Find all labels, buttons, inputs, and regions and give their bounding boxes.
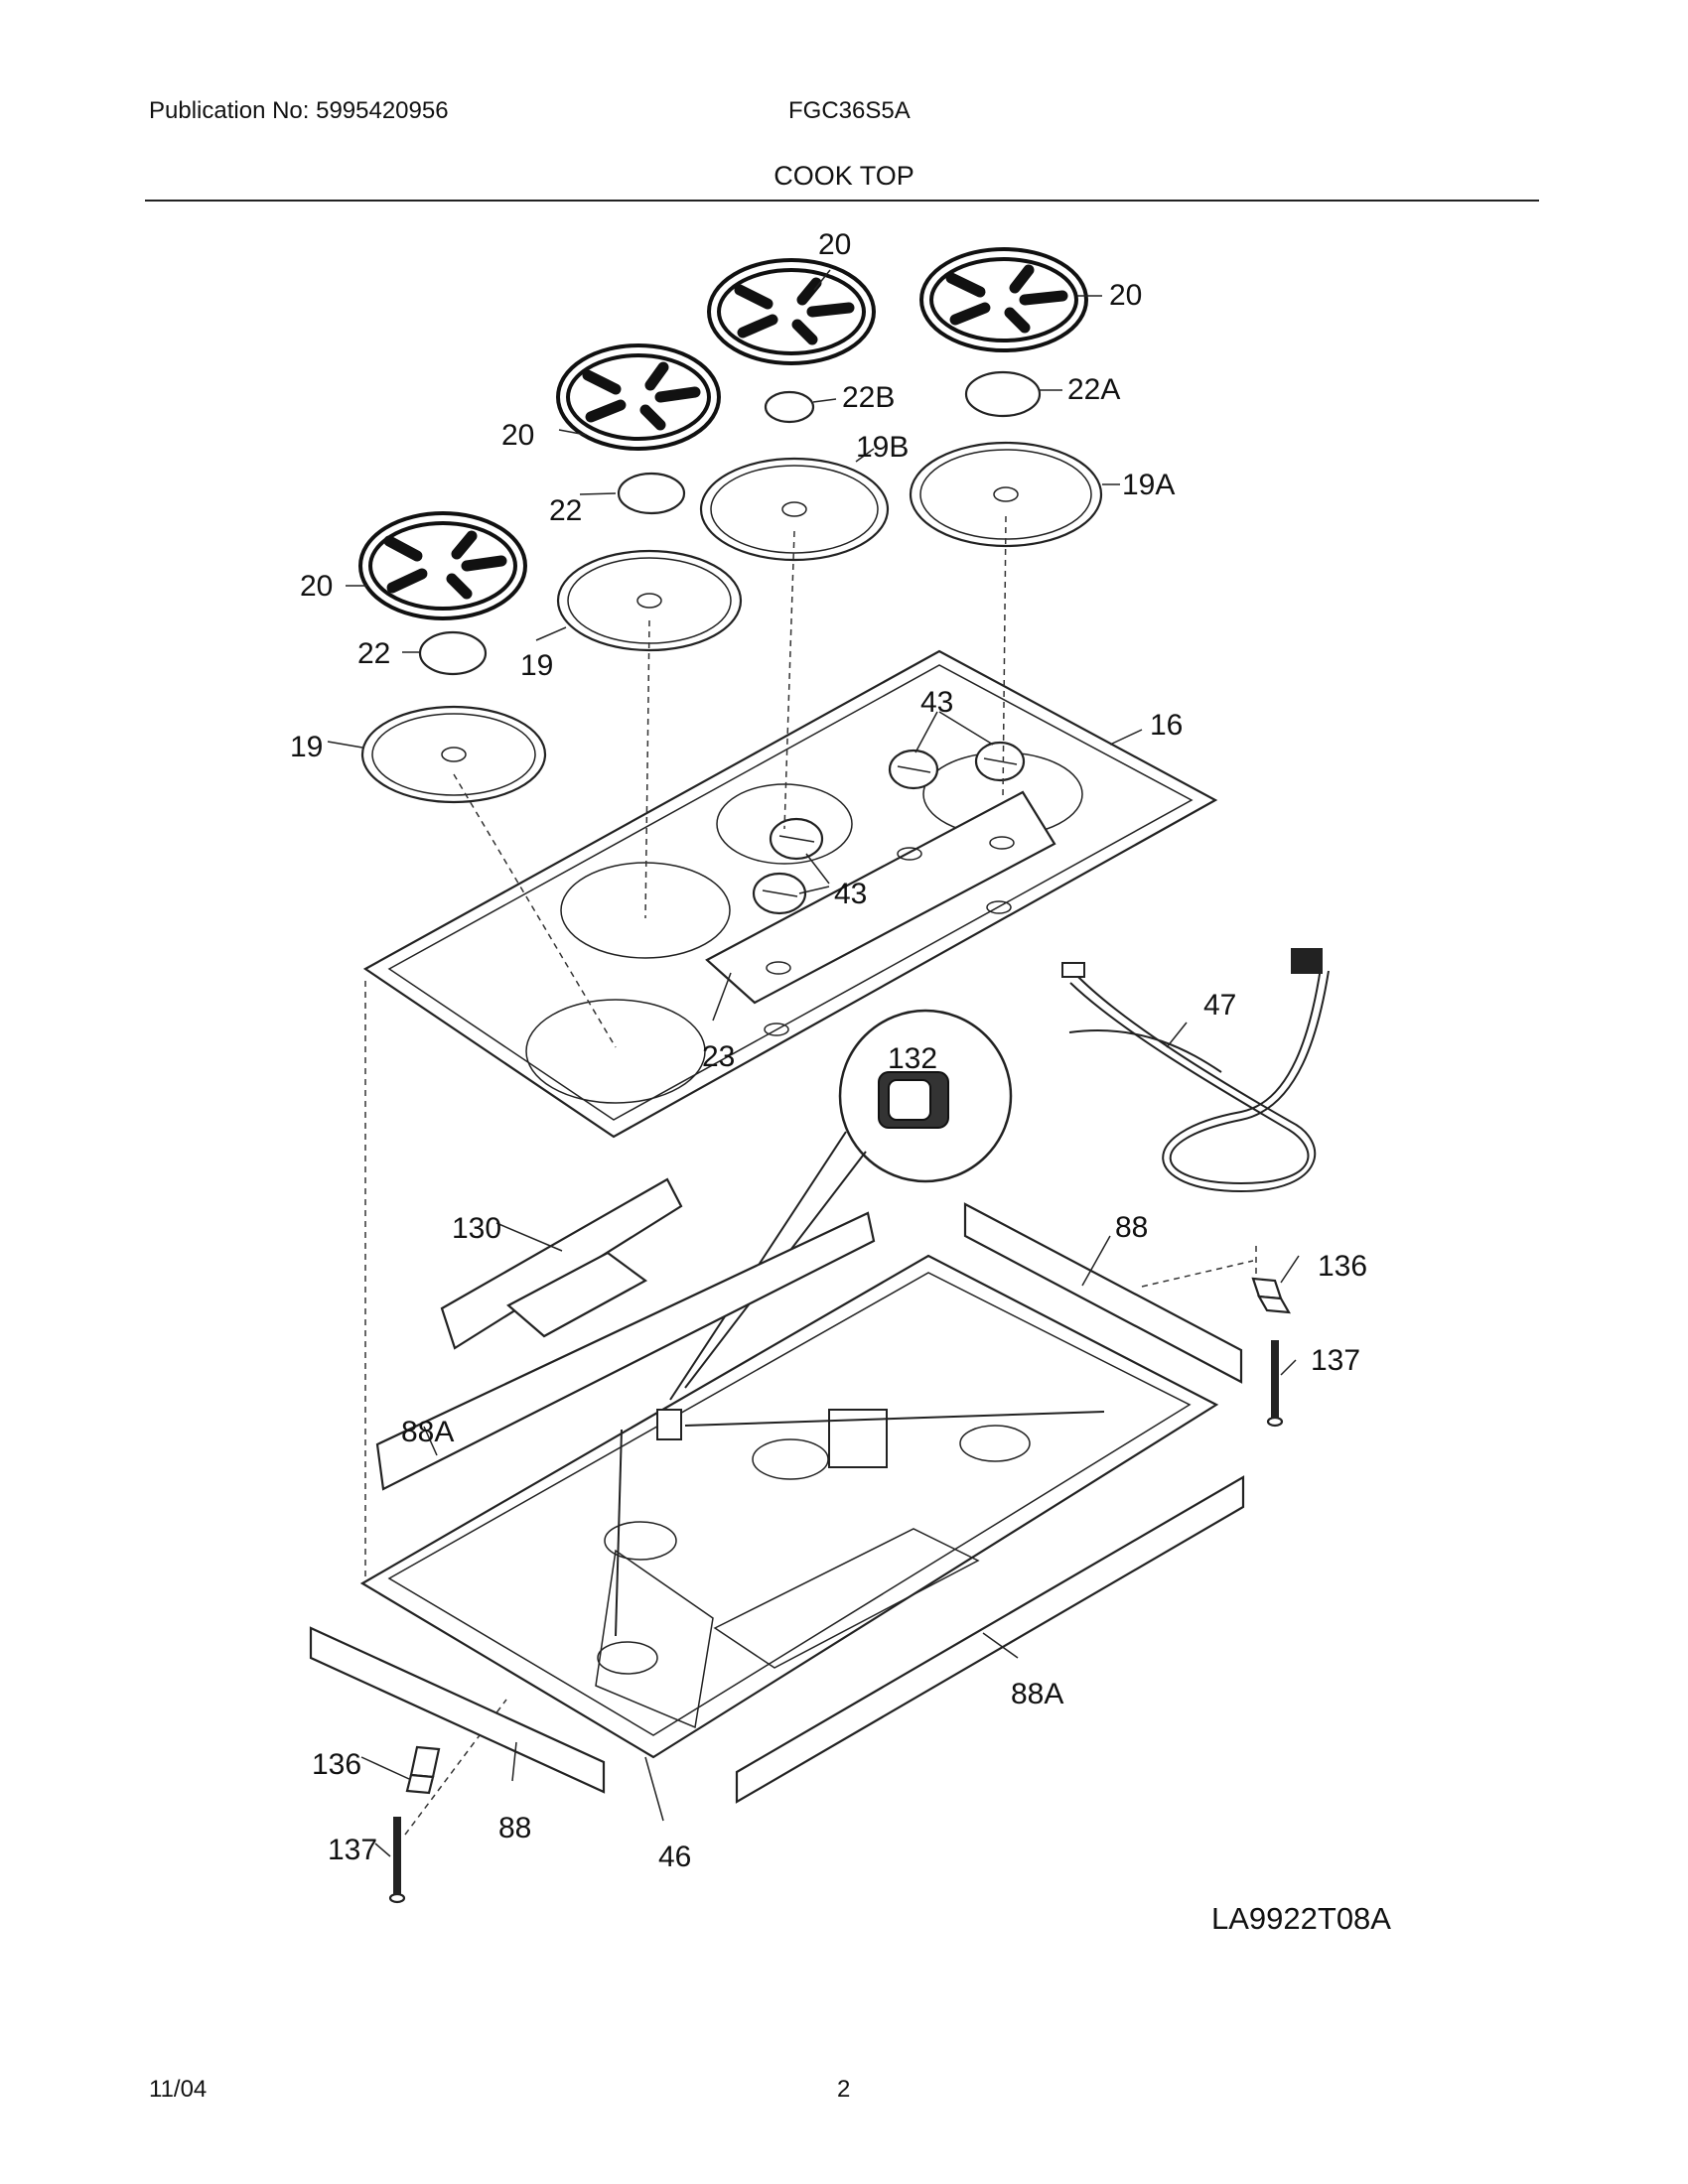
screw-137-left xyxy=(388,1817,406,1904)
burner-cap-22b xyxy=(764,390,815,424)
burner-cap-rear-left xyxy=(617,472,686,515)
callout-22a: 22A xyxy=(1067,373,1120,406)
callout-22: 22 xyxy=(357,637,390,670)
callout-20: 20 xyxy=(1109,279,1142,312)
page-number: 2 xyxy=(837,2076,851,2103)
control-knob xyxy=(974,741,1026,782)
callout-132: 132 xyxy=(888,1042,937,1075)
callout-88a: 88A xyxy=(401,1416,454,1448)
callout-137: 137 xyxy=(328,1834,377,1866)
control-knob xyxy=(769,817,824,861)
leader-lines xyxy=(327,269,1300,1857)
side-trim-88a-left xyxy=(375,1211,876,1491)
section-title: COOK TOP xyxy=(774,161,914,191)
burner-box xyxy=(359,1254,1219,1759)
control-knob xyxy=(888,749,939,790)
publication-number: Publication No: 5995420956 xyxy=(149,97,449,124)
callout-20: 20 xyxy=(300,570,333,603)
callout-137: 137 xyxy=(1311,1344,1360,1377)
callout-19: 19 xyxy=(290,731,323,763)
callout-136: 136 xyxy=(1318,1250,1367,1283)
callout-130: 130 xyxy=(452,1212,501,1245)
detail-callout-circle xyxy=(669,1009,1013,1401)
callout-20: 20 xyxy=(501,419,534,452)
bracket-136-left xyxy=(405,1745,441,1795)
callout-22b: 22B xyxy=(842,381,895,414)
callout-22: 22 xyxy=(549,494,582,527)
callout-47: 47 xyxy=(1203,989,1236,1022)
burner-cap-front-left xyxy=(418,630,488,676)
burner-grate-rear-center xyxy=(707,258,876,365)
model-number: FGC36S5A xyxy=(788,97,911,124)
rear-trim-88a xyxy=(735,1475,1245,1804)
burner-grate-front-left xyxy=(358,511,527,620)
footer-date: 11/04 xyxy=(149,2076,208,2103)
side-trim-88-right xyxy=(963,1202,1243,1384)
burner-cap-22a xyxy=(964,370,1042,418)
burner-opening-front-left xyxy=(525,999,706,1104)
diagram-code: LA9922T08A xyxy=(1211,1901,1391,1936)
callout-88: 88 xyxy=(498,1812,531,1844)
callout-19a: 19A xyxy=(1122,469,1175,501)
burner-grate-rear-left xyxy=(556,343,721,451)
power-cord xyxy=(1061,948,1330,1193)
callout-20: 20 xyxy=(818,228,851,261)
burner-opening-center xyxy=(716,783,853,865)
screw-137-right xyxy=(1266,1340,1284,1428)
burner-head-19a xyxy=(909,441,1103,548)
bracket-136-right xyxy=(1251,1277,1292,1314)
callout-19b: 19B xyxy=(856,431,909,464)
burner-head-mid-left xyxy=(556,549,743,652)
callout-46: 46 xyxy=(658,1841,691,1873)
callout-88a: 88A xyxy=(1011,1678,1063,1710)
burner-head-front-left xyxy=(360,705,547,804)
callout-19: 19 xyxy=(520,649,553,682)
burner-head-19b xyxy=(699,457,890,562)
callout-43: 43 xyxy=(834,878,867,910)
callout-43: 43 xyxy=(920,686,953,719)
callout-136: 136 xyxy=(312,1748,361,1781)
control-knob xyxy=(752,872,807,915)
control-panel-plate xyxy=(705,790,1056,1005)
heat-shield xyxy=(440,1177,683,1350)
header-divider xyxy=(145,200,1539,202)
burner-grate-rear-right xyxy=(919,247,1088,352)
front-trim-88 xyxy=(309,1626,606,1794)
callout-88: 88 xyxy=(1115,1211,1148,1244)
callout-23: 23 xyxy=(702,1040,735,1073)
callout-16: 16 xyxy=(1150,709,1183,742)
